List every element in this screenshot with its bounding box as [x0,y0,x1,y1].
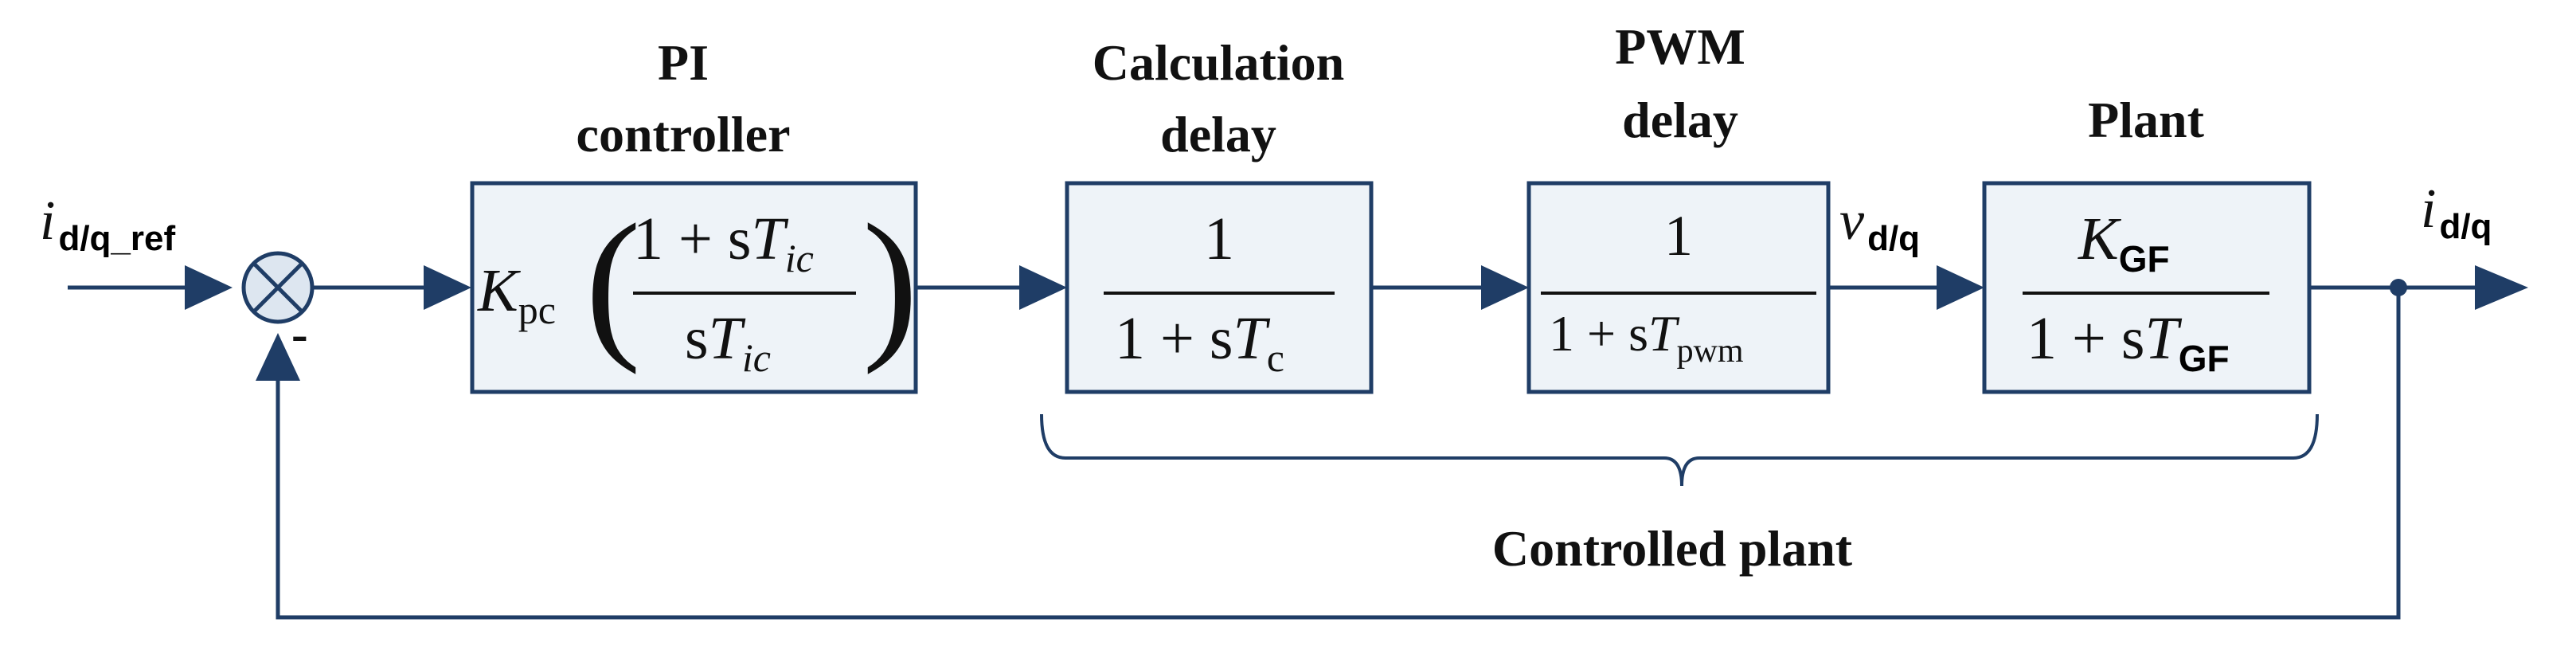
calc-title-line2: delay [1160,106,1276,162]
output-arrowhead [2475,265,2528,310]
plant-block [1982,181,2312,394]
pwm-input-arrowhead [1481,265,1529,310]
plant-title: Plant [2088,92,2204,148]
pi-denominator: sTic [685,305,771,380]
minus-sign: - [291,307,308,362]
calc-title-line1: Calculation [1093,34,1344,91]
plant-input-arrowhead [1937,265,1984,310]
calc-denominator: 1 + sTc [1115,305,1284,380]
pi-numerator: 1 + sTic [633,206,814,280]
input-arrowhead [185,265,233,310]
calc-input-arrowhead [1019,265,1067,310]
voltage-signal-label: vd/q [1839,190,1920,258]
pi-title-line1: PI [658,34,709,91]
pi-input-arrowhead [424,265,471,310]
calculation-delay-block [1065,181,1374,394]
feedback-wire [276,288,2401,620]
plant-numerator: KGF [2078,206,2170,280]
pwm-denominator: 1 + sTpwm [1549,305,1744,370]
input-signal-label: id/q_ref [40,190,175,258]
pwm-title-line2: delay [1622,92,1738,148]
output-signal-label: id/q [2421,178,2492,246]
pwm-delay-block [1526,181,1831,394]
plant-denominator: 1 + sTGF [2027,305,2230,379]
pickoff-point [2390,279,2407,296]
calc-numerator: 1 [1204,206,1234,272]
pi-gain: Kpc [477,257,556,332]
pi-left-paren: ( [585,190,641,375]
pwm-title-line1: PWM [1615,18,1745,75]
pwm-numerator: 1 [1664,204,1693,268]
controlled-plant-label: Controlled plant [1492,520,1853,577]
summing-junction [241,251,315,324]
arrowheads [185,265,2528,381]
feedback-arrowhead [256,333,300,381]
controlled-plant-brace [1040,413,2319,487]
pi-right-paren: ) [862,190,918,375]
pi-controller-block [470,181,918,394]
pi-title-line2: controller [577,106,791,162]
